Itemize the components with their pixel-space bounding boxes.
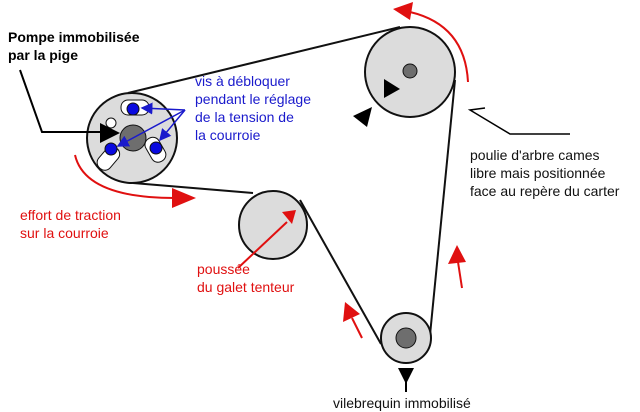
crank-label: vilebrequin immobilisé: [333, 395, 471, 411]
housing-mark-arrow-icon: [353, 107, 372, 127]
pump-pointer-arrow-icon: [19, 69, 120, 143]
timing-mark-arrow-icon: [384, 79, 400, 98]
screw: [104, 142, 118, 156]
camshaft-pulley: [353, 26, 456, 127]
screw: [149, 141, 163, 155]
timing-belt: [127, 26, 456, 345]
tensioner-pulley: [238, 190, 308, 260]
screw-pointer-arrows: [116, 102, 186, 147]
crankshaft-pulley: [380, 312, 432, 392]
screw: [126, 102, 140, 116]
force-arrows: [74, 2, 469, 339]
cam-note-pointer-arrow-icon: [467, 107, 570, 135]
